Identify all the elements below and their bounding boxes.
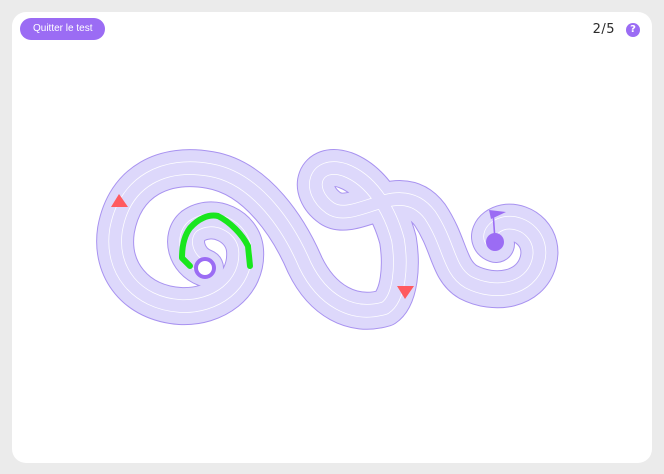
traced-path [179, 212, 253, 269]
triangle-marker-icon [397, 286, 414, 299]
track [115, 168, 539, 311]
triangle-marker-icon [111, 194, 128, 207]
ring-start-icon[interactable] [194, 257, 216, 279]
progress-counter: 2/5 [592, 22, 615, 37]
help-icon[interactable]: ? [626, 23, 640, 37]
quit-test-button[interactable]: Quitter le test [20, 18, 106, 40]
flag-finish-icon [486, 210, 506, 251]
